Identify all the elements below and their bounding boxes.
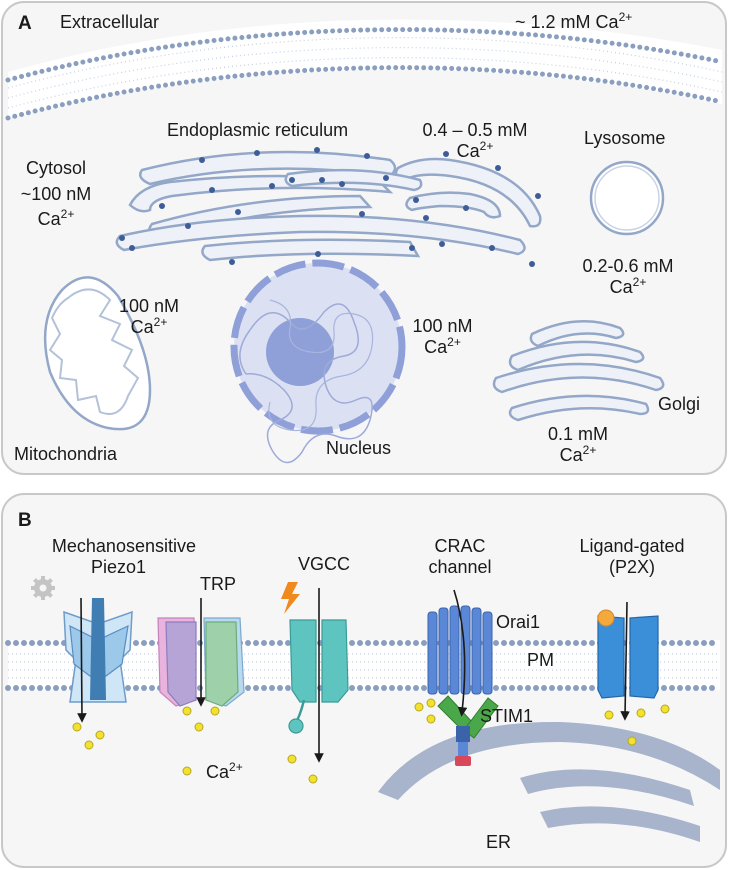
ligand-dot-icon: [597, 609, 615, 627]
calcium-label: Ca2+: [206, 760, 243, 782]
trp-channel: [157, 617, 245, 707]
vgcc-channel: [288, 619, 349, 734]
lysosome-shape: [589, 160, 665, 236]
er-b-label: ER: [486, 832, 512, 852]
arrow-icon: [453, 589, 468, 717]
arrow-icon: [77, 597, 87, 723]
stim1-label: STIM1: [480, 706, 534, 726]
nucleus-label: Nucleus: [326, 438, 392, 458]
golgi-shape: [492, 320, 665, 422]
pm-label: PM: [527, 650, 554, 670]
extracellular-label: Extracellular: [60, 12, 160, 32]
nucleus-shape: [230, 259, 406, 464]
orai1-label: Orai1: [496, 612, 541, 632]
calcium-ions: [72, 698, 670, 784]
arrow-icon: [620, 601, 630, 721]
panel-b-letter: B: [18, 510, 32, 531]
lysosome-label: Lysosome: [584, 128, 666, 148]
crac-channel: [427, 605, 499, 766]
p2x-label: Ligand-gated(P2X): [579, 536, 685, 577]
er-ribosomes: [119, 147, 541, 267]
mitochondria-shape: [43, 276, 152, 431]
vgcc-label: VGCC: [298, 554, 351, 574]
gear-icon: [31, 576, 55, 600]
lightning-icon: [281, 582, 300, 614]
mitochondria-label: Mitochondria: [14, 444, 118, 464]
plasma-membrane-a: [5, 19, 725, 121]
extracellular-concentration: ~ 1.2 mM Ca2+: [515, 10, 633, 32]
golgi-label: Golgi: [658, 394, 701, 414]
panel-a-letter: A: [18, 13, 32, 34]
p2x-channel: [597, 615, 659, 699]
er-label: Endoplasmic reticulum: [167, 120, 349, 140]
trp-label: TRP: [200, 574, 236, 594]
